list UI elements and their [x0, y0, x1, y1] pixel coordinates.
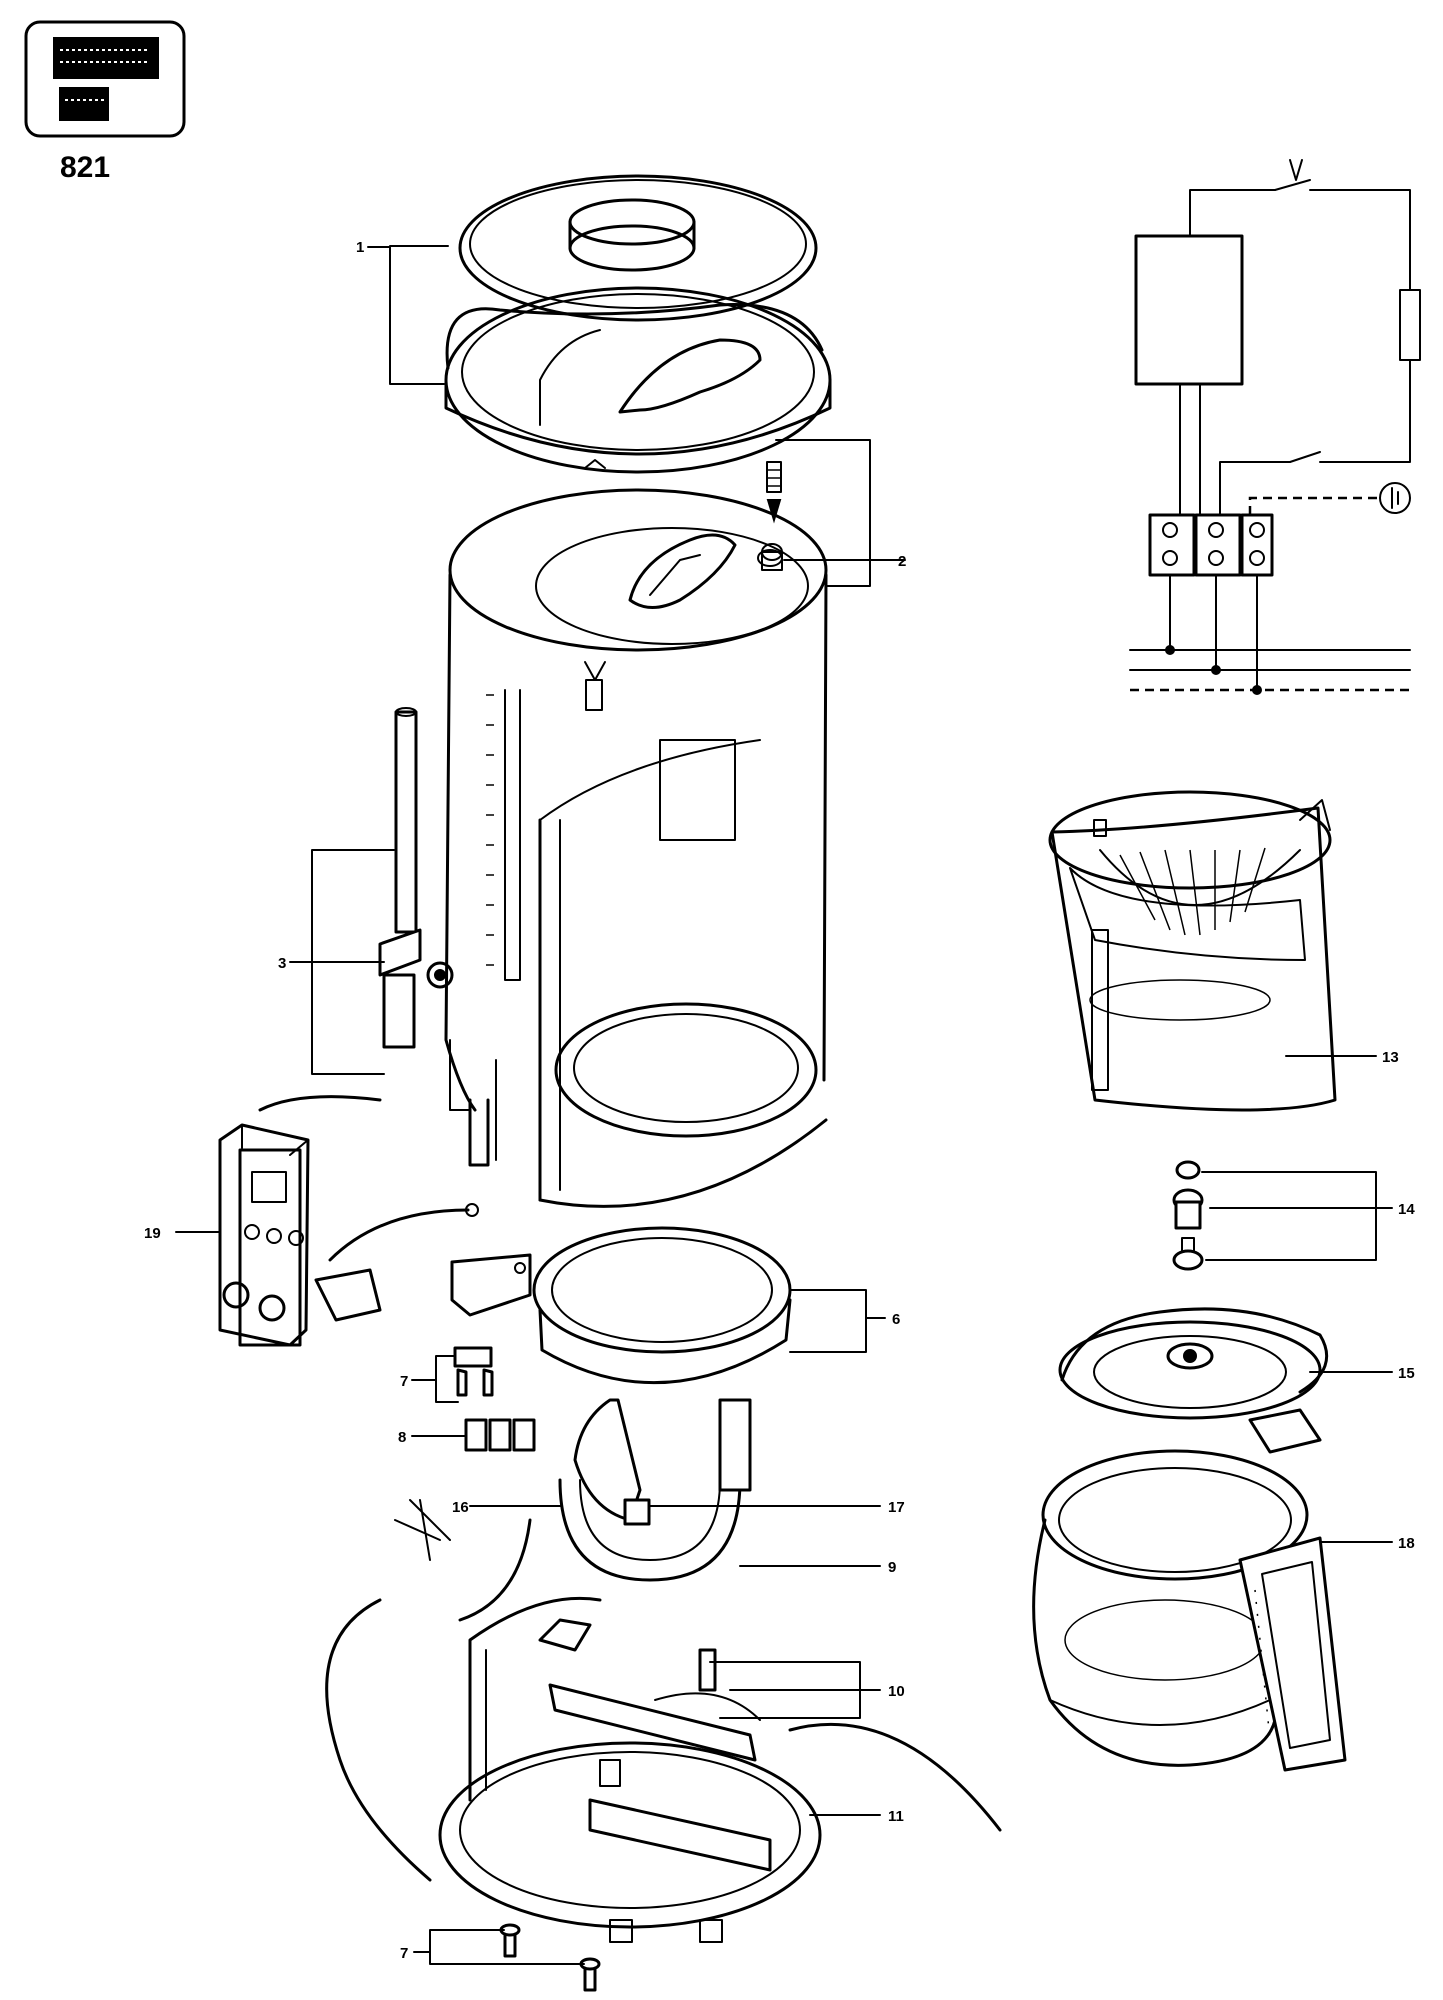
part-7-screws-lower — [499, 1923, 601, 1992]
callout-7-upper: 7 — [400, 1373, 408, 1390]
part-10-bracket — [538, 1618, 761, 1762]
leader-lines — [175, 245, 1393, 1965]
callout-11: 11 — [888, 1808, 904, 1825]
water-tank-body — [444, 488, 828, 1208]
manual-document-icon — [24, 20, 186, 138]
callout-13: 13 — [1382, 1049, 1399, 1066]
callout-6: 6 — [892, 1311, 900, 1328]
callout-9: 9 — [888, 1559, 896, 1576]
callout-3: 3 — [278, 955, 286, 972]
part-18-carafe — [1032, 1449, 1347, 1772]
part-11-base — [325, 1596, 1002, 1943]
callout-14: 14 — [1398, 1201, 1415, 1218]
callout-labels: 1 2 3 6 7 7 8 9 10 11 13 14 15 16 17 18 … — [144, 239, 1415, 1962]
part-13-filter-basket — [1048, 790, 1337, 1112]
part-1-lid — [444, 174, 832, 474]
callout-18: 18 — [1398, 1535, 1415, 1552]
part-6-gasket — [450, 1226, 792, 1385]
part-14-valve-pieces — [1172, 1160, 1204, 1271]
callout-15: 15 — [1398, 1365, 1415, 1382]
callout-16: 16 — [452, 1499, 469, 1516]
wiring-schematic — [1129, 159, 1421, 695]
callout-19: 19 — [144, 1225, 161, 1242]
part-9-heating-element — [394, 1398, 752, 1622]
part-19-control-panel — [218, 1095, 479, 1347]
callout-17: 17 — [888, 1499, 905, 1516]
page-number: 821 — [60, 151, 110, 184]
callout-7-lower: 7 — [400, 1945, 408, 1962]
callout-2: 2 — [898, 553, 906, 570]
part-7-screws-upper — [453, 1346, 494, 1397]
callout-1: 1 — [356, 239, 364, 256]
callout-8: 8 — [398, 1429, 406, 1446]
callout-10: 10 — [888, 1683, 905, 1700]
part-15-carafe-lid — [1058, 1307, 1329, 1454]
part-8-terminals — [464, 1418, 536, 1452]
part-3-tube — [378, 707, 454, 1049]
